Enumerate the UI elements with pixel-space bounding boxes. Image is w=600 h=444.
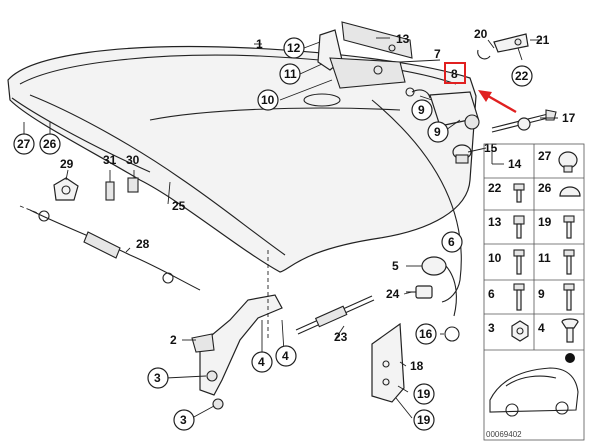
callout-5: 5 [392, 259, 399, 273]
callout-4b: 4 [282, 349, 289, 363]
grid-label-13: 13 [488, 215, 502, 229]
callout-16: 16 [419, 327, 433, 341]
callout-27: 27 [17, 137, 31, 151]
callout-11: 11 [284, 67, 297, 81]
callout-18: 18 [410, 359, 424, 373]
callout-25: 25 [172, 199, 186, 213]
callout-12: 12 [287, 41, 301, 55]
grid-label-19: 19 [538, 215, 552, 229]
callout-9a: 9 [418, 103, 425, 117]
callout-3b: 3 [180, 413, 187, 427]
callout-17: 17 [562, 111, 576, 125]
callout-29: 29 [60, 157, 74, 171]
trunk-lock-actuator [405, 87, 480, 130]
grid-label-22: 22 [488, 181, 502, 195]
callout-26: 26 [43, 137, 57, 151]
callout-10: 10 [261, 93, 275, 107]
trunk-lid [7, 45, 477, 303]
figure-number: 00069402 [486, 430, 522, 439]
callout-20: 20 [474, 27, 488, 41]
grid-label-9: 9 [538, 287, 545, 301]
hinge-clip [477, 33, 529, 60]
callout-6: 6 [448, 235, 455, 249]
callout-7: 7 [434, 47, 441, 61]
rubber-buffer [452, 144, 472, 164]
highlight [444, 62, 517, 114]
callout-19b: 19 [417, 413, 431, 427]
callout-8: 8 [451, 67, 458, 81]
callout-1: 1 [256, 37, 263, 51]
trunk-hinge [191, 250, 283, 410]
grid-label-11: 11 [538, 251, 551, 265]
callout-15: 15 [484, 141, 498, 155]
hardware-grid: 27 22 26 13 19 10 11 6 9 3 4 [483, 143, 585, 441]
lock-bracket [317, 21, 413, 89]
callout-13: 13 [396, 32, 410, 46]
callout-14: 14 [508, 157, 522, 171]
bump-stop [406, 285, 433, 299]
lid-bracket [371, 322, 405, 403]
grommet-set [421, 256, 460, 342]
gas-strut [295, 295, 375, 335]
grid-label-10: 10 [488, 251, 502, 265]
callout-21: 21 [536, 33, 550, 47]
callout-22: 22 [515, 69, 529, 83]
release-cable [19, 205, 201, 291]
grid-label-26: 26 [538, 181, 552, 195]
striker-bolt [491, 109, 557, 133]
grid-label-27: 27 [538, 149, 552, 163]
emblem-clips [53, 177, 139, 201]
callout-28: 28 [136, 237, 150, 251]
callout-4a: 4 [258, 355, 265, 369]
callout-19a: 19 [417, 387, 431, 401]
callout-9b: 9 [434, 125, 441, 139]
callout-24: 24 [386, 287, 400, 301]
callout-3a: 3 [154, 371, 161, 385]
callout-23: 23 [334, 330, 348, 344]
grid-label-4: 4 [538, 321, 545, 335]
callout-31: 31 [103, 153, 117, 167]
grid-label-3: 3 [488, 321, 495, 335]
callout-2: 2 [170, 333, 177, 347]
grid-label-6: 6 [488, 287, 495, 301]
callout-30: 30 [126, 153, 140, 167]
callouts: 1 12 11 10 13 7 8 9 9 15 14 17 20 21 22 … [13, 27, 576, 431]
